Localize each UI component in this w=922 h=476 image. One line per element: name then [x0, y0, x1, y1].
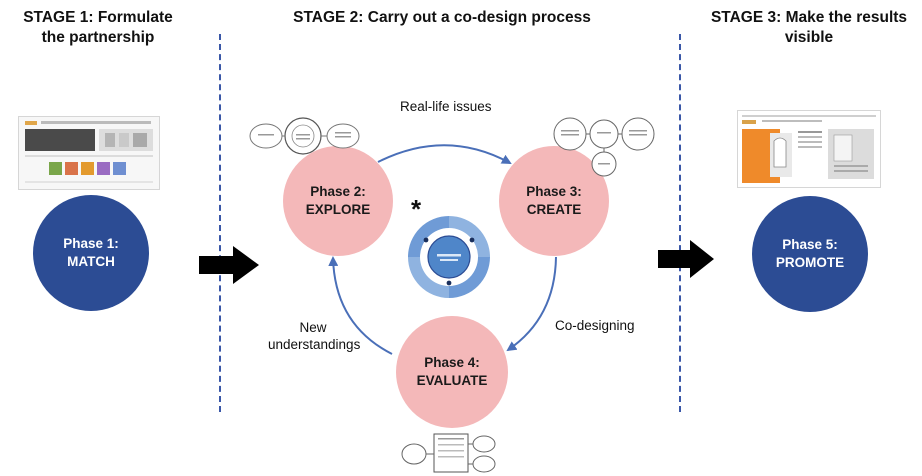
stage-2-title-line1: STAGE 2: Carry out a co-design process: [293, 9, 591, 26]
poster-screenshot-image: [738, 111, 880, 187]
phase-4-evaluate-circle: Phase 4: EVALUATE: [396, 316, 508, 428]
phase-1-match-circle: Phase 1: MATCH: [33, 195, 149, 311]
label-new-understandings-line2: understandings: [268, 337, 361, 352]
divider-right: [679, 34, 681, 412]
stage-1-title: STAGE 1: Formulate the partnership: [8, 8, 188, 48]
evaluate-sketch-diagram: [401, 433, 496, 473]
asterisk-marker: *: [411, 194, 422, 224]
stage-1-title-line1: STAGE 1: Formulate: [23, 9, 173, 26]
phase-5-name: PROMOTE: [775, 255, 845, 270]
website-screenshot-image: [19, 117, 159, 189]
poster-screenshot-thumbnail: [737, 110, 881, 188]
phase-3-name: CREATE: [526, 202, 582, 217]
co-design-model-icon: [408, 216, 490, 298]
arrow-explore-to-create: [377, 144, 512, 164]
website-screenshot-thumbnail: [18, 116, 160, 190]
create-sketch-diagram: [553, 117, 655, 177]
stage-3-title-line1: STAGE 3: Make the results: [710, 9, 908, 26]
phase-2-number: Phase 2:: [310, 184, 366, 199]
phase-3-create-circle: Phase 3: CREATE: [499, 146, 609, 256]
phase-5-promote-circle: Phase 5: PROMOTE: [752, 196, 868, 312]
stage-2-title: STAGE 2: Carry out a co-design process: [262, 8, 622, 28]
label-real-life-issues: Real-life issues: [400, 99, 492, 114]
explore-sketch-diagram: [249, 117, 360, 155]
divider-left: [219, 34, 221, 412]
label-co-designing: Co-designing: [555, 318, 635, 333]
stage-3-title: STAGE 3: Make the results visible: [700, 8, 918, 48]
label-new-understandings-line1: New: [299, 320, 327, 335]
phase-4-name: EVALUATE: [416, 373, 488, 388]
phase-1-name: MATCH: [67, 254, 115, 269]
arrow-right-icon: [199, 246, 259, 284]
arrow-right-icon: [658, 240, 714, 278]
phase-2-name: EXPLORE: [305, 202, 371, 217]
label-new-understandings: New understandings: [268, 319, 361, 353]
stage-1-title-line2: the partnership: [41, 29, 155, 46]
arrow-evaluate-to-explore: [328, 256, 393, 355]
phase-1-number: Phase 1:: [63, 236, 119, 251]
arrow-create-to-evaluate: [506, 256, 557, 352]
phase-4-number: Phase 4:: [424, 355, 480, 370]
phase-3-number: Phase 3:: [526, 184, 582, 199]
phase-2-explore-circle: Phase 2: EXPLORE: [283, 146, 393, 256]
stage-3-title-line2: visible: [784, 29, 834, 46]
phase-5-number: Phase 5:: [782, 237, 838, 252]
